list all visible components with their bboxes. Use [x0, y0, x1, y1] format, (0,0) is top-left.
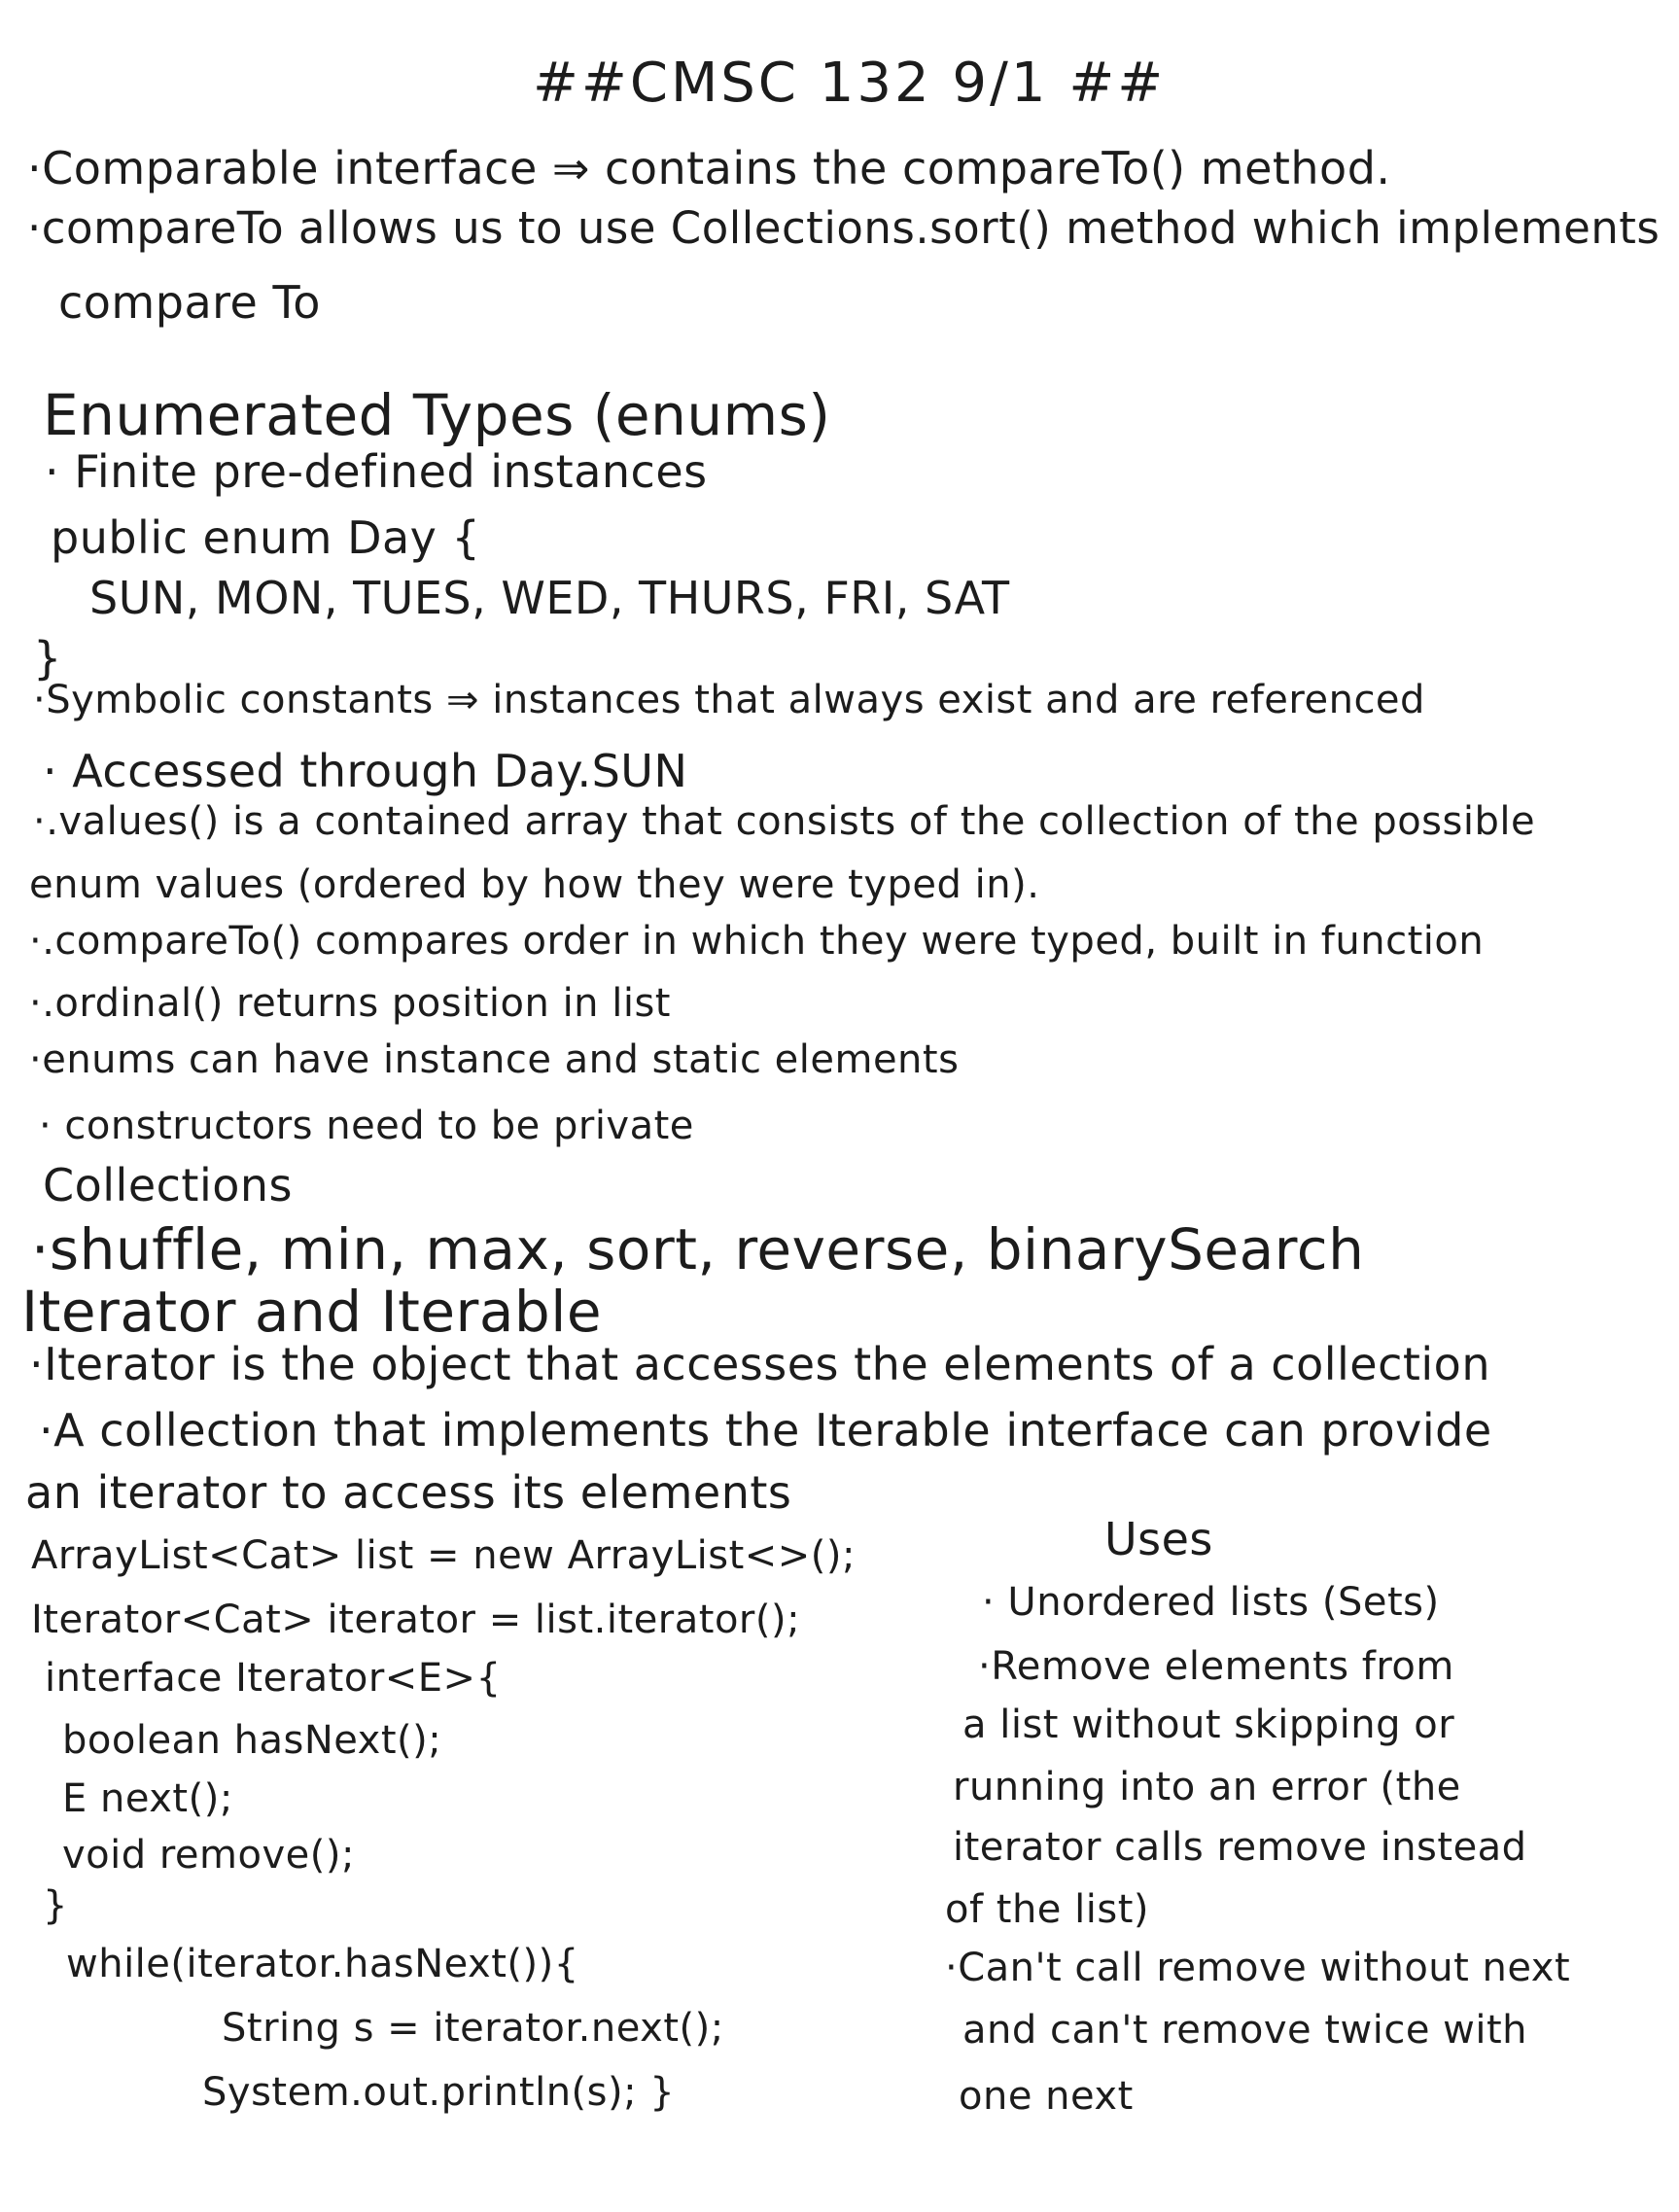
code-line: } — [43, 1883, 68, 1928]
note-line: · Accessed through Day.SUN — [43, 745, 688, 797]
note-line: ·.values() is a contained array that con… — [33, 799, 1536, 844]
note-line: · constructors need to be private — [39, 1104, 694, 1148]
uses-line: running into an error (the — [953, 1765, 1461, 1809]
note-line: ·compareTo allows us to use Collections.… — [27, 202, 1661, 254]
note-line: ·Symbolic constants ⇒ instances that alw… — [33, 678, 1425, 722]
note-line: ·.ordinal() returns position in list — [29, 981, 671, 1026]
note-line: ·enums can have instance and static elem… — [29, 1037, 960, 1082]
uses-line: iterator calls remove instead — [953, 1825, 1527, 1870]
code-line: System.out.println(s); } — [202, 2070, 676, 2115]
code-line: ArrayList<Cat> list = new ArrayList<>(); — [31, 1533, 856, 1578]
note-line: ·Iterator is the object that accesses th… — [29, 1338, 1490, 1390]
section-heading: Iterator and Iterable — [21, 1279, 603, 1345]
note-line: ·shuffle, min, max, sort, reverse, binar… — [31, 1216, 1365, 1282]
section-heading: Enumerated Types (enums) — [43, 382, 831, 448]
note-line: an iterator to access its elements — [25, 1466, 792, 1519]
note-line: ·A collection that implements the Iterab… — [39, 1404, 1492, 1457]
uses-line: ·Remove elements from — [978, 1644, 1454, 1689]
page-title: ##CMSC 132 9/1 ## — [533, 52, 1167, 115]
code-line: void remove(); — [62, 1833, 355, 1878]
note-line: ·Comparable interface ⇒ contains the com… — [27, 142, 1391, 194]
code-line: Iterator<Cat> iterator = list.iterator()… — [31, 1598, 801, 1642]
code-line: SUN, MON, TUES, WED, THURS, FRI, SAT — [89, 572, 1010, 624]
code-line: String s = iterator.next(); — [222, 2006, 724, 2051]
uses-line: ·Can't call remove without next — [945, 1946, 1571, 1990]
code-line: } — [33, 632, 62, 685]
uses-line: one next — [959, 2074, 1134, 2119]
note-line: compare To — [58, 276, 321, 329]
uses-line: of the list) — [945, 1887, 1149, 1932]
section-heading: Collections — [43, 1159, 293, 1211]
note-line: · Finite pre-defined instances — [45, 445, 708, 498]
uses-line: and can't remove twice with — [962, 2008, 1528, 2053]
code-line: public enum Day { — [51, 511, 481, 564]
note-line: enum values (ordered by how they were ty… — [29, 862, 1040, 907]
code-line: E next(); — [62, 1776, 233, 1821]
uses-line: · Unordered lists (Sets) — [982, 1580, 1440, 1625]
code-line: interface Iterator<E>{ — [45, 1656, 502, 1701]
uses-heading: Uses — [1104, 1513, 1213, 1565]
note-line: ·.compareTo() compares order in which th… — [29, 919, 1485, 964]
code-line: while(iterator.hasNext()){ — [66, 1942, 579, 1986]
code-line: boolean hasNext(); — [62, 1718, 442, 1763]
uses-line: a list without skipping or — [962, 1703, 1455, 1747]
